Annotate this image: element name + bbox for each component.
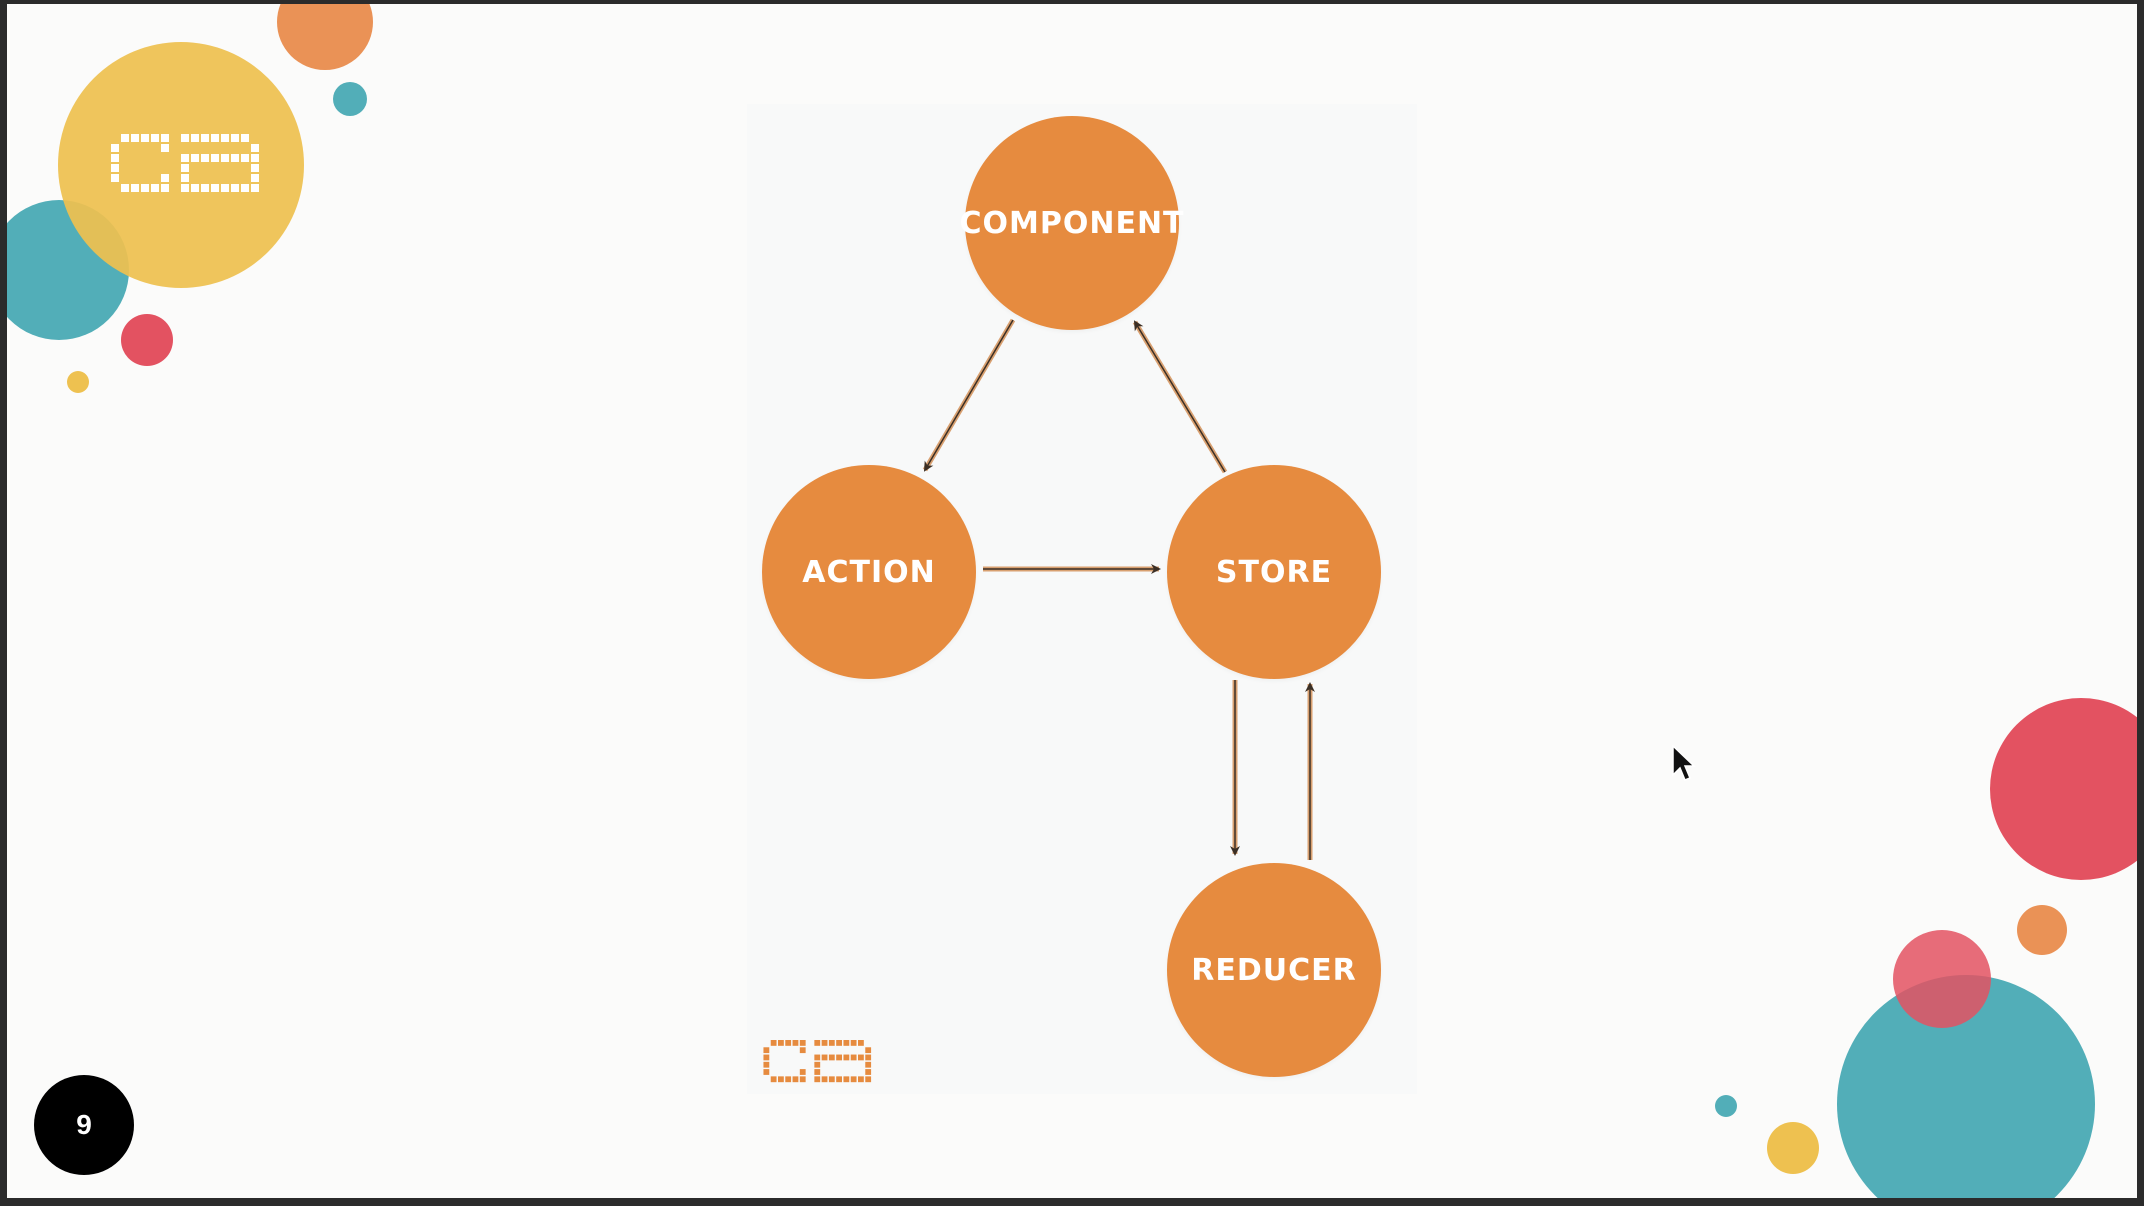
mouse-pointer-icon [1672, 745, 1696, 781]
node-store: STORE [1167, 465, 1381, 679]
diagram-logo-icon [763, 1040, 872, 1083]
slide: COMPONENT ACTION STORE REDUCER [7, 4, 2137, 1198]
node-component: COMPONENT [959, 116, 1184, 330]
decor-bubble-yellow-tiny [67, 371, 89, 393]
decor-bubble-yellow-small [1767, 1122, 1819, 1174]
decor-bubble-teal-small [333, 82, 367, 116]
decor-bubble-orange-small [2017, 905, 2067, 955]
edge-component-to-action [922, 318, 1016, 472]
edge-store-to-component [1132, 320, 1228, 474]
decor-bubble-red-large [1990, 698, 2137, 880]
logo-icon [111, 134, 259, 192]
decor-bubble-teal-tiny [1715, 1095, 1737, 1117]
node-component-label: COMPONENT [959, 205, 1185, 241]
node-reducer-label: REDUCER [1191, 952, 1357, 988]
node-reducer: REDUCER [1167, 863, 1381, 1077]
decor-bubble-red-small [121, 314, 173, 366]
page-number: 9 [76, 1109, 92, 1140]
diagram-arrows [922, 318, 1315, 860]
page-number-badge: 9 [34, 1075, 134, 1175]
node-store-label: STORE [1215, 554, 1333, 590]
decor-bubble-red-medium [1893, 930, 1991, 1028]
node-action: ACTION [762, 465, 976, 679]
node-action-label: ACTION [802, 554, 936, 590]
